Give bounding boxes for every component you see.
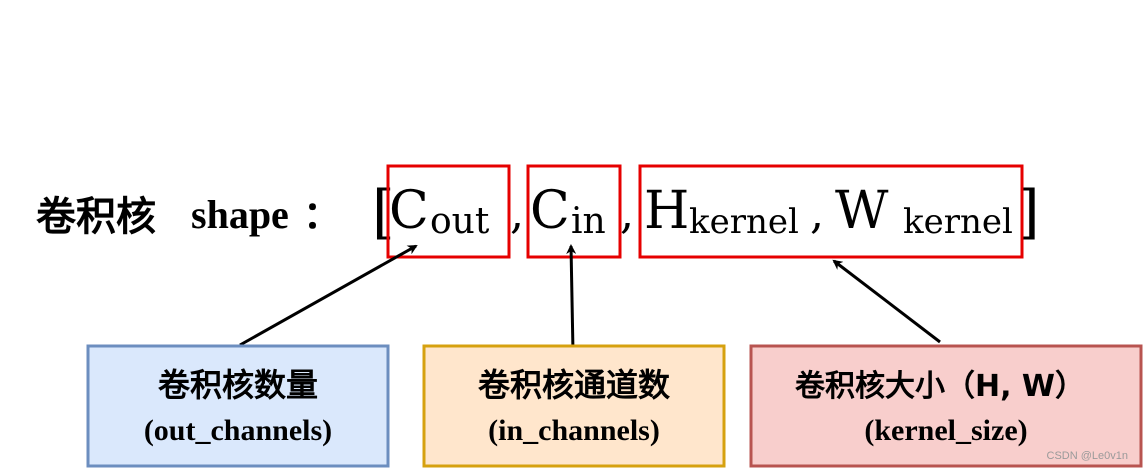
term-subscript: kernel: [689, 202, 799, 242]
label-subtitle: (out_channels): [144, 414, 332, 447]
comma: ,: [620, 188, 634, 239]
term-subscript: kernel: [903, 202, 1013, 242]
term-base: W: [835, 181, 889, 241]
arrow-kernel-size: [832, 259, 941, 344]
term-base: H: [644, 181, 689, 241]
term-base: C: [389, 181, 429, 241]
label-box-out-channels-bg: [86, 344, 390, 468]
comma: ,: [810, 188, 824, 239]
label-title: 卷积核通道数: [478, 366, 671, 404]
heading-word: shape: [191, 192, 289, 237]
watermark: CSDN @Le0v1n: [1047, 450, 1128, 462]
highlight-box-in-channels: [526, 164, 622, 259]
label-subtitle: (in_channels): [488, 414, 660, 447]
highlight-box-kernel-size: [638, 164, 1024, 259]
comma: ,: [510, 188, 524, 239]
close-bracket: ]: [1017, 178, 1040, 246]
heading-prefix: 卷积核: [36, 194, 156, 240]
label-box-kernel-size: 卷积核大小（H, W） (kernel_size): [749, 344, 1143, 468]
arrow-in-channels: [566, 244, 577, 353]
highlight-box-out-channels: [386, 164, 511, 259]
heading-colon: ：: [303, 193, 341, 237]
label-box-in-channels: 卷积核通道数 (in_channels): [422, 344, 726, 468]
label-box-in-channels-bg: [422, 344, 726, 468]
arrow-out-channels: [239, 244, 418, 347]
term-subscript: out: [430, 201, 490, 242]
label-title: 卷积核大小（H, W）: [795, 369, 1085, 404]
label-subtitle: (kernel_size): [864, 414, 1027, 447]
label-box-out-channels: 卷积核数量 (out_channels): [86, 344, 390, 468]
term-subscript: in: [571, 201, 606, 242]
label-box-kernel-size-bg: [749, 344, 1143, 468]
term-base: C: [530, 181, 570, 241]
label-title: 卷积核数量: [158, 366, 318, 404]
